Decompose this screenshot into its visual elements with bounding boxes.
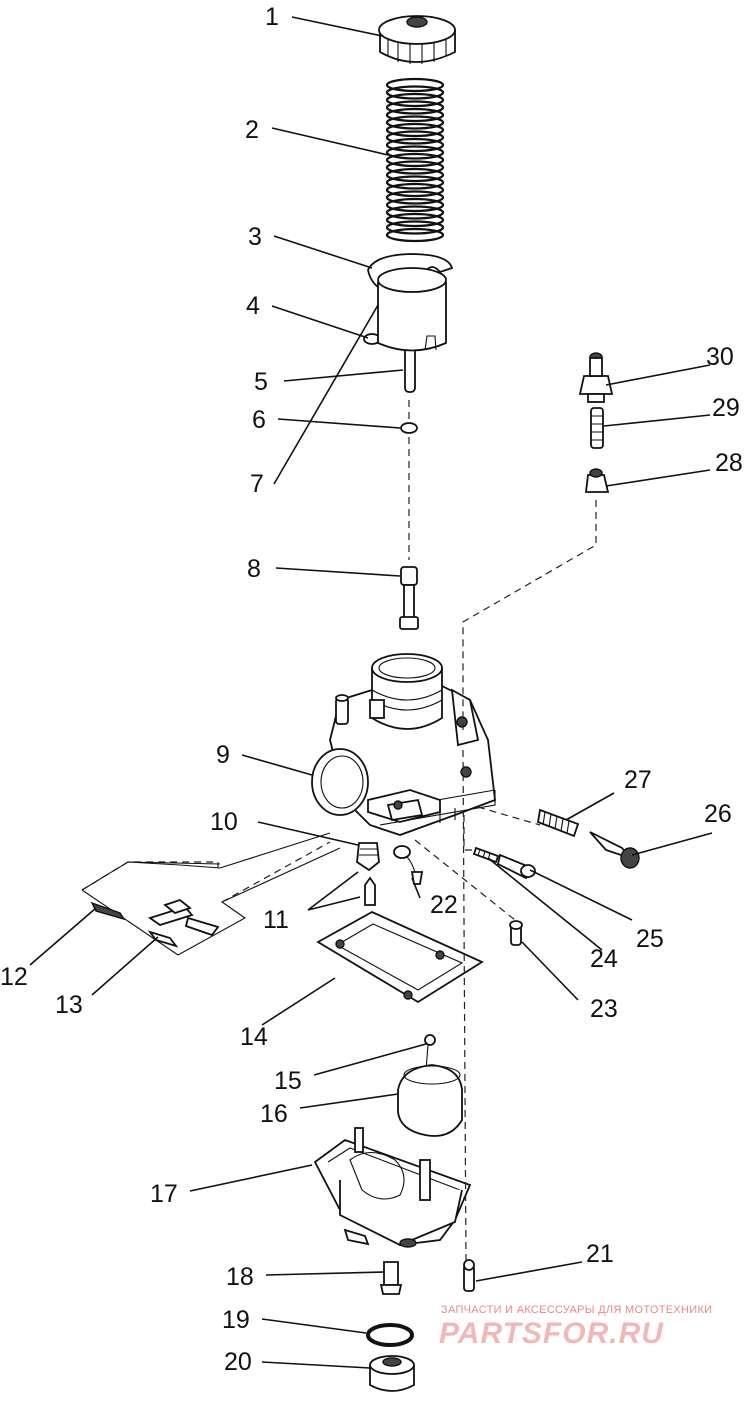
part-30-nut — [578, 352, 614, 403]
callout-11: 11 — [263, 906, 289, 934]
part-26-pilot-screw — [589, 831, 640, 869]
spring-coil — [385, 152, 445, 168]
spring-coil — [385, 227, 445, 243]
spring-coil — [385, 182, 445, 198]
callout-19: 19 — [222, 1306, 250, 1334]
callout-14: 14 — [240, 1023, 268, 1051]
part-24-spring — [472, 846, 500, 864]
callout-8: 8 — [247, 555, 261, 583]
callout-1: 1 — [265, 3, 279, 31]
watermark-tagline: ЗАПЧАСТИ И АКСЕССУАРЫ ДЛЯ МОТОТЕХНИКИ — [441, 1304, 712, 1316]
callout-5: 5 — [254, 368, 268, 396]
part-10-jet — [356, 842, 380, 872]
spring-coil — [385, 85, 445, 100]
callout-4: 4 — [246, 292, 260, 320]
callout-16: 16 — [260, 1100, 288, 1128]
part-12-sheet — [81, 832, 341, 956]
part-14-gasket — [316, 910, 484, 1004]
part-13-bracket — [147, 916, 220, 948]
part-19-oring — [366, 1323, 414, 1347]
callout-28: 28 — [715, 449, 743, 477]
callout-26: 26 — [704, 800, 732, 828]
part-25-screw — [496, 853, 536, 880]
part-21-screw — [463, 1259, 475, 1292]
part-22-cap — [393, 845, 424, 885]
part-23-screw — [509, 920, 523, 946]
spring-coil — [385, 197, 445, 213]
part-29-spring — [590, 407, 604, 449]
callout-17: 17 — [150, 1180, 178, 1208]
spring-coil — [385, 160, 445, 175]
spring-coil — [385, 130, 445, 145]
callout-30: 30 — [706, 343, 734, 371]
part-28-fitting — [584, 468, 610, 493]
part-17-float-bowl — [313, 1127, 472, 1248]
spring-coil — [385, 115, 445, 130]
spring-coil — [385, 107, 445, 123]
callout-12: 12 — [0, 963, 28, 991]
spring-coil — [385, 92, 445, 108]
callout-6: 6 — [252, 406, 266, 434]
spring-coil — [385, 175, 445, 190]
callout-9: 9 — [216, 741, 230, 769]
callout-22: 22 — [430, 891, 458, 919]
part-2-spring — [385, 77, 445, 243]
callout-10: 10 — [210, 808, 238, 836]
part-7-slide — [377, 267, 447, 352]
part-27-spring — [536, 808, 580, 838]
part-18-screw — [379, 1261, 403, 1295]
part-9-carb-body — [311, 653, 496, 836]
callout-20: 20 — [224, 1348, 252, 1376]
part-11-jet-tip — [364, 876, 376, 906]
spring-coil — [385, 137, 445, 153]
spring-coil — [385, 205, 445, 220]
callout-27: 27 — [624, 766, 652, 794]
callout-23: 23 — [590, 995, 618, 1023]
spring-coil — [385, 212, 445, 228]
spring-coil — [385, 190, 445, 205]
callout-25: 25 — [636, 925, 664, 953]
watermark-brand: PARTSFOR.RU — [439, 1317, 664, 1350]
callout-18: 18 — [226, 1263, 254, 1291]
part-6-washer — [400, 422, 418, 434]
spring-coil — [385, 167, 445, 183]
assembly-guide-lines — [221, 400, 597, 1263]
leader-lines — [29, 16, 713, 1369]
callout-13: 13 — [55, 991, 83, 1019]
callout-7: 7 — [250, 470, 264, 498]
spring-coil — [385, 220, 445, 235]
callout-2: 2 — [245, 116, 259, 144]
spring-coil — [385, 100, 445, 115]
part-1-cap — [378, 15, 456, 64]
callout-29: 29 — [712, 394, 740, 422]
callout-24: 24 — [590, 945, 618, 973]
spring-coil — [385, 77, 445, 93]
watermark: ЗАПЧАСТИ И АКСЕССУАРЫ ДЛЯ МОТОТЕХНИКИ PA… — [439, 1304, 712, 1350]
spring-coil — [385, 122, 445, 138]
part-8-jet — [399, 566, 419, 630]
part-20-plug — [369, 1355, 415, 1392]
callout-15: 15 — [274, 1067, 302, 1095]
callout-21: 21 — [586, 1240, 614, 1268]
callout-3: 3 — [248, 223, 262, 251]
spring-coil — [385, 145, 445, 160]
callout-numbers: 1 2 3 4 5 6 7 8 9 10 11 12 13 14 15 16 1… — [0, 3, 743, 1376]
part-16-float — [397, 1064, 463, 1137]
